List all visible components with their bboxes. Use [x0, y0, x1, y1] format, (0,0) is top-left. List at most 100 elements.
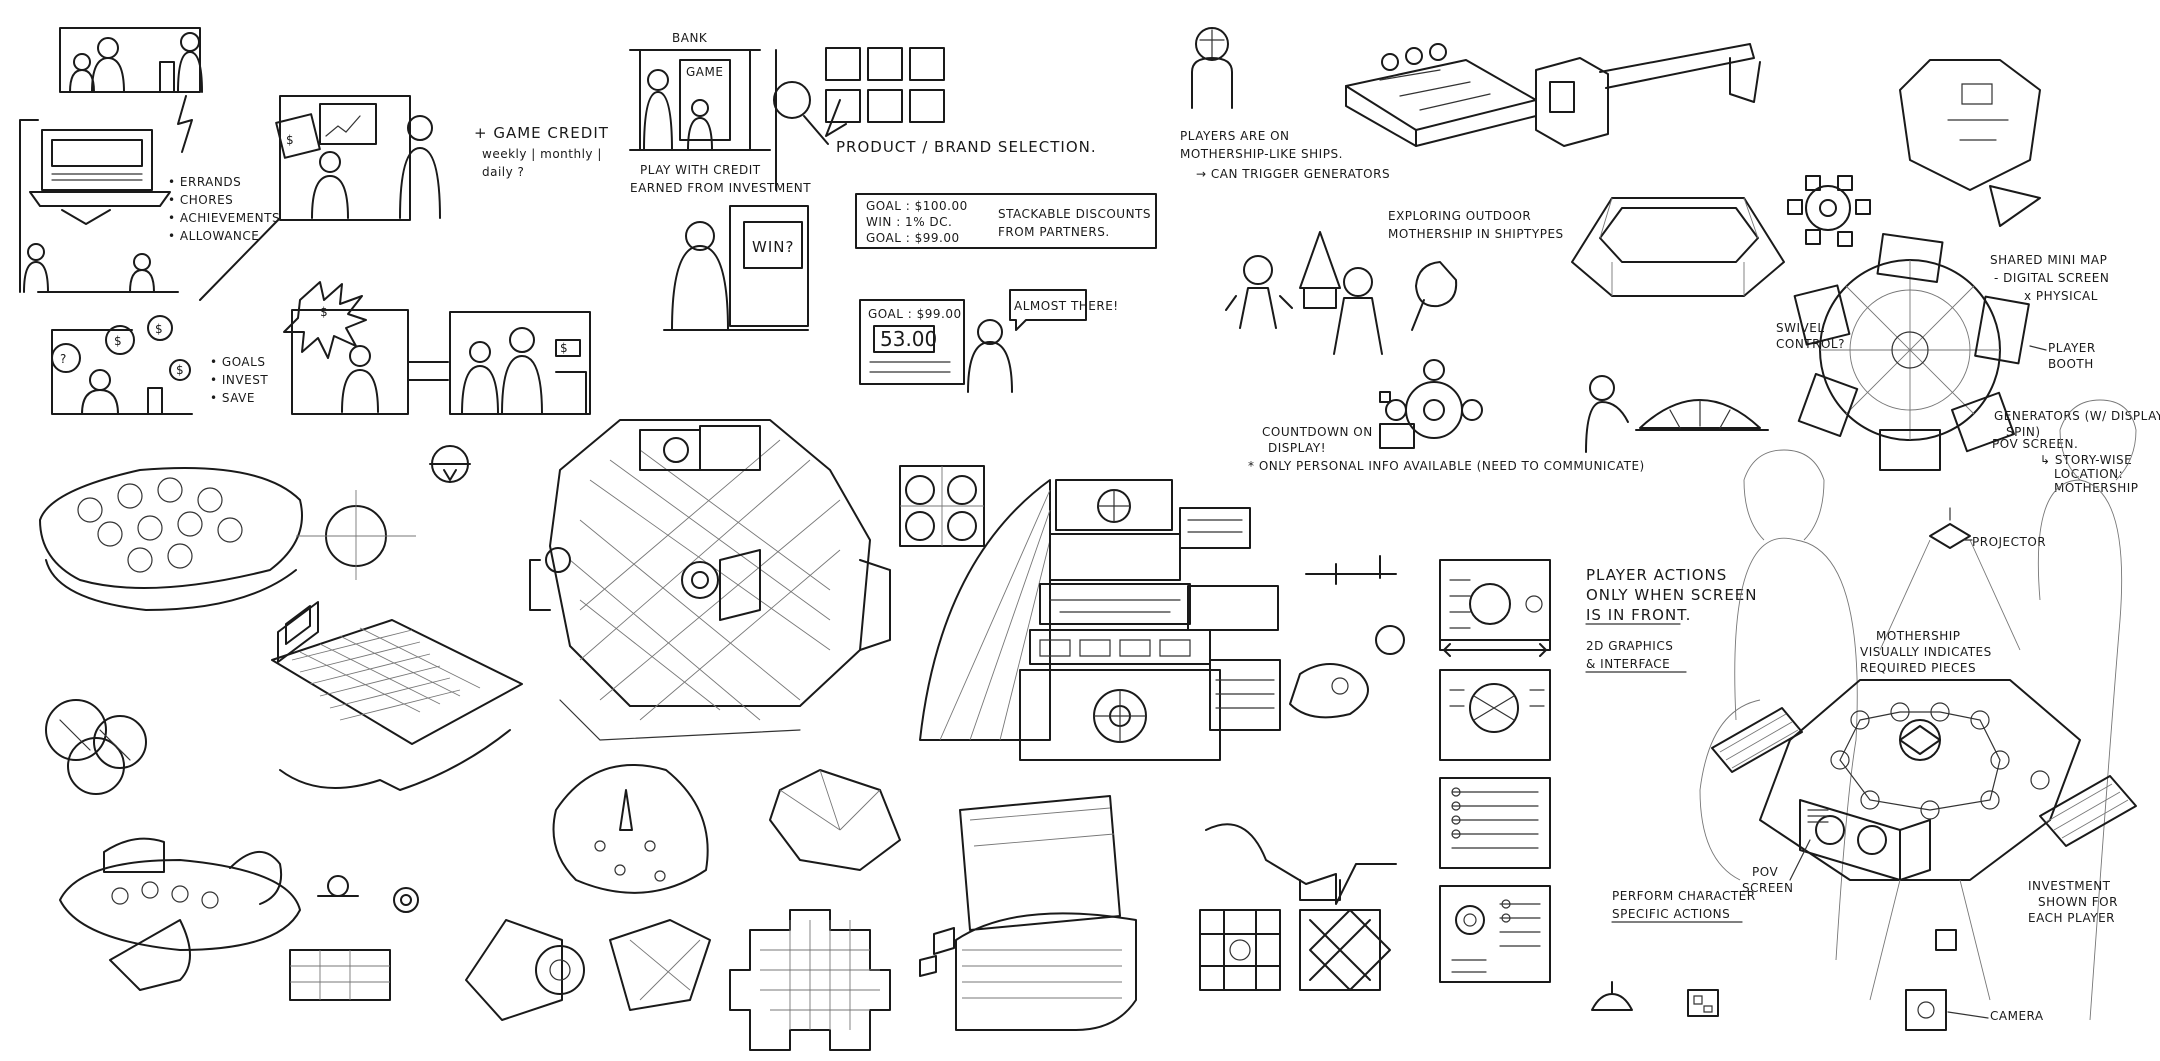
- astronaut-icon: [1333, 267, 1383, 355]
- players-note: PLAYERS ARE ON: [1180, 129, 1290, 143]
- stick-figure-icon: [91, 37, 125, 93]
- qr-icon: [1687, 989, 1719, 1017]
- stick-figure-icon: [643, 69, 673, 151]
- dollar-coin-icon: $: [105, 325, 135, 355]
- countdown-note: COUNTDOWN ON: [1262, 425, 1373, 439]
- pov-screen-note: POV SCREEN.: [1992, 437, 2078, 451]
- generators-note: SPIN): [2006, 425, 2041, 439]
- stick-figure-icon: [501, 327, 543, 415]
- shared-map-note: SHARED MINI MAP: [1990, 253, 2107, 267]
- stick-figure-icon: [1381, 53, 1399, 71]
- exploring-note: MOTHERSHIP IN SHIPTYPES: [1388, 227, 1564, 241]
- player-booth-note: PLAYER: [2048, 341, 2096, 355]
- pov-screen-label: POV: [1752, 865, 1778, 879]
- stick-figure-icon: [1405, 47, 1423, 65]
- shared-map-note: x PHYSICAL: [2024, 289, 2098, 303]
- graphics-note: & INTERFACE: [1586, 657, 1670, 671]
- stick-figure-icon: [967, 319, 1013, 393]
- stick-figure-icon: [671, 221, 729, 331]
- stick-figure-icon: [341, 345, 379, 413]
- goal-line: GOAL : $100.00: [866, 199, 968, 213]
- countdown-note: * ONLY PERSONAL INFO AVAILABLE (NEED TO …: [1248, 459, 1645, 473]
- task-item: • CHORES: [168, 193, 233, 207]
- play-credit-note: PLAY WITH CREDIT: [640, 163, 761, 177]
- camera-label: CAMERA: [1990, 1009, 2044, 1023]
- stick-figure-icon: [81, 369, 119, 415]
- mothership-note: VISUALLY INDICATES: [1860, 645, 1992, 659]
- player-booth-note: BOOTH: [2048, 357, 2094, 371]
- game-credit-note: daily ?: [482, 165, 524, 179]
- product-selection-note: PRODUCT / BRAND SELECTION.: [836, 138, 1097, 156]
- stick-figure-icon: [311, 151, 349, 219]
- pov-screen-note: ↳ STORY-WISE: [2040, 453, 2132, 467]
- perform-note: SPECIFIC ACTIONS: [1612, 907, 1730, 921]
- screen-goal: GOAL : $99.00: [868, 307, 962, 321]
- projector-label: PROJECTOR: [1972, 535, 2046, 549]
- stick-figure-icon: [1585, 375, 1629, 453]
- sketch-components-bottom: [465, 764, 1397, 1051]
- dollar-coin-icon: $: [320, 305, 328, 319]
- svg-text:$: $: [155, 322, 163, 336]
- shared-map-note: - DIGITAL SCREEN: [1994, 271, 2109, 285]
- goals-item: • GOALS: [210, 355, 265, 369]
- mothership-note: MOTHERSHIP: [1876, 629, 1961, 643]
- player-actions-note: ONLY WHEN SCREEN: [1586, 586, 1758, 604]
- drumstick-icon: [1411, 261, 1458, 331]
- sketch-table-concepts-left: [39, 445, 523, 1001]
- investment-note: INVESTMENT: [2028, 879, 2111, 893]
- player-actions-note: PLAYER ACTIONS: [1586, 566, 1727, 584]
- perform-note: PERFORM CHARACTER: [1612, 889, 1756, 903]
- generators-note: GENERATORS (W/ DISPLAY,: [1994, 409, 2160, 423]
- stick-figure-icon: [687, 99, 713, 151]
- sketch-arcade-layout: SWIVEL CONTROL? SHARED MINI MAP: [1535, 43, 2160, 495]
- pov-screen-note: LOCATION:: [2054, 467, 2123, 481]
- goal-line: WIN : 1% DC.: [866, 215, 952, 229]
- magnifier-icon: [773, 81, 811, 119]
- sketch-final-table: PROJECTOR MOTHERSHIP VISUALLY INDICATES …: [1699, 399, 2137, 1031]
- goals-item: • INVEST: [210, 373, 268, 387]
- investment-note: SHOWN FOR: [2038, 895, 2118, 909]
- dollar-coin-icon: $: [286, 133, 294, 147]
- players-note: → CAN TRIGGER GENERATORS: [1196, 167, 1390, 181]
- goals-item: • SAVE: [210, 391, 255, 405]
- rocket-icon: [1299, 231, 1341, 309]
- storyboard-earning-credit: • ERRANDS • CHORES • ACHIEVEMENTS • ALLO…: [19, 27, 609, 415]
- play-credit-note: EARNED FROM INVESTMENT: [630, 181, 811, 195]
- stackable-note: STACKABLE DISCOUNTS: [998, 207, 1151, 221]
- bank-label: BANK: [672, 31, 708, 45]
- task-item: • ALLOWANCE: [168, 229, 259, 243]
- svg-text:$: $: [560, 341, 568, 355]
- svg-text:$: $: [176, 363, 184, 377]
- swivel-note: SWIVEL: [1776, 321, 1825, 335]
- dollar-coin-icon: $: [169, 359, 191, 381]
- sketch-players-ships: PLAYERS ARE ON MOTHERSHIP-LIKE SHIPS. → …: [1180, 27, 1645, 473]
- astronaut-icon: [1225, 255, 1293, 329]
- graphics-note: 2D GRAPHICS: [1586, 639, 1673, 653]
- mothership-note: REQUIRED PIECES: [1860, 661, 1976, 675]
- pov-screen-label: SCREEN: [1742, 881, 1793, 895]
- screen-amount: 53.00: [880, 327, 937, 351]
- stackable-note: FROM PARTNERS.: [998, 225, 1110, 239]
- task-item: • ERRANDS: [168, 175, 241, 189]
- goal-line: GOAL : $99.00: [866, 231, 960, 245]
- stick-figure-icon: [69, 53, 95, 93]
- lightning-bolt-icon: [177, 95, 193, 153]
- astronaut-icon: [1191, 27, 1233, 109]
- storyboard-bank-game: BANK GAME PLAY WITH CREDIT EARNED FROM I…: [629, 31, 1157, 393]
- sketch-game-board-center: [529, 419, 1405, 761]
- lamp-icon: [1591, 981, 1633, 1011]
- players-note: MOTHERSHIP-LIKE SHIPS.: [1180, 147, 1343, 161]
- win-bubble: WIN?: [752, 238, 794, 256]
- game-credit-note: + GAME CREDIT: [474, 124, 609, 142]
- dollar-coin-icon: $: [147, 315, 173, 341]
- almost-bubble: ALMOST THERE!: [1014, 299, 1119, 313]
- svg-text:?: ?: [60, 352, 67, 366]
- stick-figure-icon: [399, 115, 441, 219]
- player-actions-note: IS IN FRONT.: [1586, 606, 1691, 624]
- exploring-note: EXPLORING OUTDOOR: [1388, 209, 1531, 223]
- investment-note: EACH PLAYER: [2028, 911, 2115, 925]
- sketch-ui-screens: PLAYER ACTIONS ONLY WHEN SCREEN IS IN FR…: [1439, 559, 1758, 1017]
- stick-figure-icon: [461, 341, 499, 415]
- stick-figure-icon: [1429, 43, 1447, 61]
